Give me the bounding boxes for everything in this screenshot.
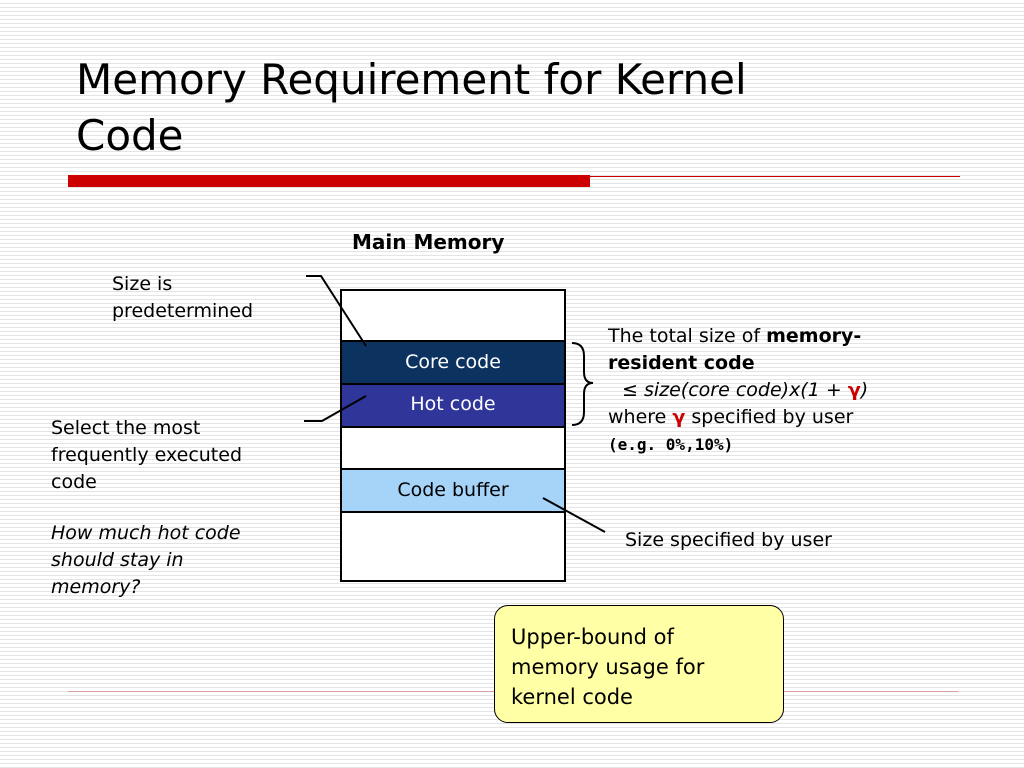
example-values: (e.g. 0%,10%) (608, 435, 734, 454)
select-hot-line-1: Select the most (51, 417, 201, 439)
core-code-segment: Core code (342, 340, 564, 385)
size-predetermined-connector (306, 275, 367, 347)
question-line-2: should stay in (51, 549, 184, 571)
hot-code-segment: Hot code (342, 385, 564, 428)
main-memory-box: Core code Hot code Code buffer (340, 289, 566, 582)
curly-brace (571, 342, 594, 426)
title-underline-thin (590, 176, 960, 177)
select-hot-label: Select the most frequently executed code (51, 415, 242, 496)
select-hot-line-2: frequently executed (51, 444, 243, 466)
note-line-2: memory usage for (511, 655, 705, 679)
title-underline-bar (68, 175, 590, 187)
upper-bound-note: Upper-bound of memory usage for kernel c… (494, 605, 784, 723)
total-size-line-2: resident code (608, 350, 868, 377)
formula-line: ≤ size(core code)x(1 + γ) (608, 377, 868, 404)
total-size-prefix: The total size of (608, 325, 767, 347)
note-line-1: Upper-bound of (511, 625, 674, 649)
formula-main: size(core code)x(1 + (643, 379, 848, 401)
gamma-symbol: γ (847, 379, 861, 401)
formula-end: ) (860, 379, 869, 401)
title-line-2: Code (76, 111, 184, 160)
main-memory-label: Main Memory (352, 230, 505, 254)
formula-le: ≤ (622, 379, 644, 401)
size-predetermined-line-2: predetermined (112, 300, 254, 322)
question-line-3: memory? (51, 576, 141, 598)
question-line-1: How much hot code (51, 522, 241, 544)
total-size-bold-2: resident code (608, 352, 755, 374)
gamma-symbol-2: γ (672, 406, 686, 428)
where-line: where γ specified by user (608, 404, 868, 431)
where-prefix: where (608, 406, 673, 428)
total-size-annotation: The total size of memory- resident code … (608, 323, 868, 458)
select-hot-line-3: code (51, 471, 97, 493)
size-by-user-label: Size specified by user (625, 529, 832, 551)
total-size-bold-1: memory- (766, 325, 862, 347)
size-predetermined-label: Size is predetermined (112, 271, 253, 325)
hot-code-question: How much hot code should stay in memory? (51, 520, 241, 601)
slide-title: Memory Requirement for Kernel Code (76, 52, 956, 164)
hot-code-connector (304, 395, 367, 422)
note-line-3: kernel code (511, 685, 633, 709)
size-predetermined-line-1: Size is (112, 273, 173, 295)
code-buffer-connector (542, 497, 606, 533)
total-size-line-1: The total size of memory- (608, 323, 868, 350)
title-line-1: Memory Requirement for Kernel (76, 55, 747, 104)
code-buffer-segment: Code buffer (342, 468, 564, 513)
where-suffix: specified by user (685, 406, 854, 428)
